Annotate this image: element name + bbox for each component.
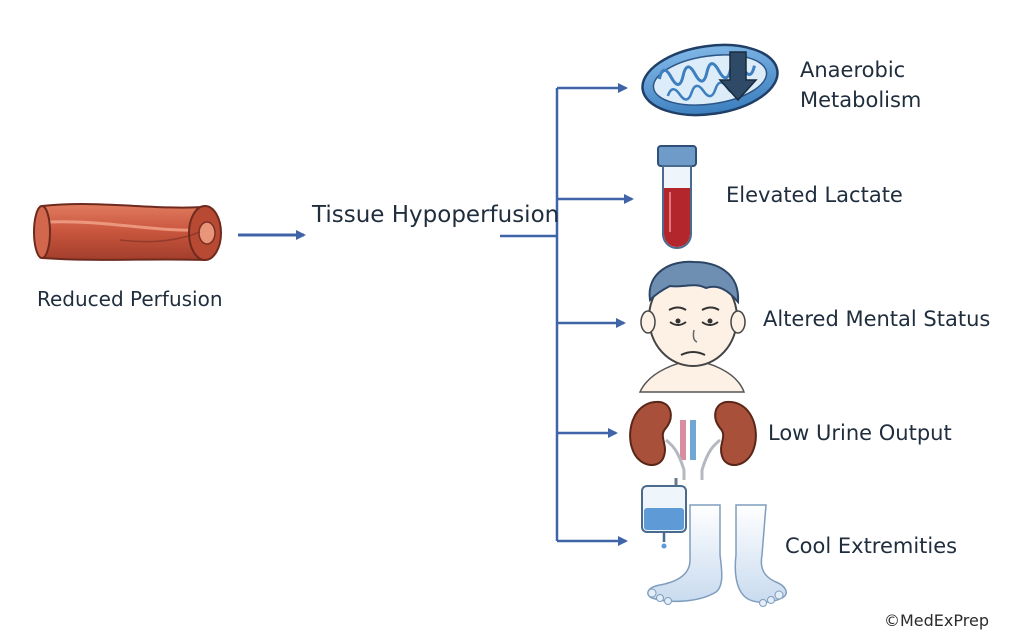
outcome-label-anaerobic-metabolism: Anaerobic Metabolism: [800, 55, 921, 116]
blood-tube-icon: [657, 145, 697, 249]
outcome-label-altered-mental-status: Altered Mental Status: [763, 307, 991, 331]
blood-vessel-icon: [33, 203, 222, 262]
outcome-label-low-urine-output: Low Urine Output: [768, 421, 952, 445]
branch-connector: [500, 88, 559, 541]
outcome-label-line1: Anaerobic: [800, 58, 906, 82]
down-arrow-icon: [718, 51, 758, 102]
outcome-label-cool-extremities: Cool Extremities: [785, 534, 958, 558]
kidney-icon: [629, 400, 757, 480]
cold-feet-icon: [647, 504, 787, 607]
urine-bag-icon: [641, 478, 687, 549]
confused-person-icon: [638, 260, 746, 393]
source-label: Reduced Perfusion: [37, 287, 223, 311]
outcome-label-elevated-lactate: Elevated Lactate: [726, 183, 903, 207]
copyright-text: ©MedExPrep: [884, 611, 989, 630]
outcome-label-line2: Metabolism: [800, 88, 922, 113]
middle-label: Tissue Hypoperfusion: [312, 202, 560, 228]
mitochondrion-icon: [641, 43, 779, 117]
